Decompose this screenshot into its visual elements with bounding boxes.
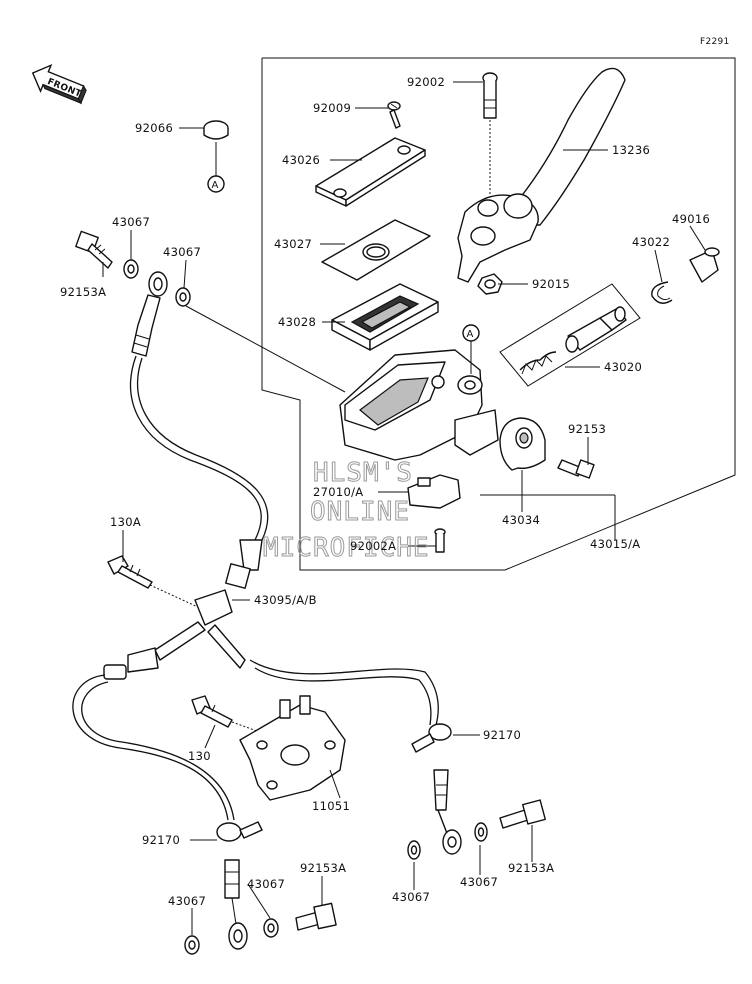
label-92153: 92153: [568, 422, 606, 436]
part-43034-clamp: [499, 417, 546, 471]
label-92153A-b: 92153A: [300, 861, 346, 875]
brake-hose-lower-left: [72, 674, 229, 821]
part-43067-washer-f: [184, 935, 200, 955]
label-43067-b: 43067: [163, 245, 201, 259]
part-43067-washer-e: [263, 918, 279, 938]
part-92170-clamp-right: [411, 723, 452, 753]
part-43020-piston-kit: [499, 283, 641, 387]
part-130A-bolt: [107, 555, 153, 589]
label-11051: 11051: [312, 799, 350, 813]
callout-a-top: A: [207, 142, 225, 193]
label-43067-a: 43067: [112, 215, 150, 229]
svg-text:ONLINE: ONLINE: [310, 497, 410, 527]
part-hose-fitting-mid: [225, 539, 263, 589]
label-43020: 43020: [604, 360, 642, 374]
part-11051-bracket: [239, 695, 346, 801]
label-27010A: 27010/A: [313, 485, 363, 499]
label-43067-c: 43067: [247, 877, 285, 891]
part-43067-washer-c: [407, 840, 421, 860]
part-92170-clamp-left: [216, 821, 263, 842]
label-92153A-a: 92153A: [60, 285, 106, 299]
label-13236: 13236: [612, 143, 650, 157]
label-92015: 92015: [532, 277, 570, 291]
label-92170-b: 92170: [142, 833, 180, 847]
part-27010-brake-switch: [407, 474, 461, 509]
part-43028-diaphragm: [331, 283, 439, 351]
part-92153-screw: [557, 459, 595, 479]
part-92066-cap: [203, 120, 229, 140]
part-92153A-bolt-top: [75, 230, 113, 269]
part-92153A-bolt-bottom: [295, 902, 337, 931]
label-43022: 43022: [632, 235, 670, 249]
part-43067-washer-d: [474, 822, 488, 842]
part-43067-washer-b: [175, 287, 191, 307]
part-labels: 92066 43067 43067 92153A 92009 92002 430…: [60, 75, 710, 908]
assembly-boundary: [261, 57, 736, 571]
part-right-banjo-fitting: [433, 769, 462, 855]
part-92153A-bolt-right: [499, 799, 546, 829]
label-92009: 92009: [313, 101, 351, 115]
part-43095-hose-junction: [103, 589, 246, 680]
watermark: HLSM'S ONLINE MICROFICHE: [263, 458, 430, 564]
part-13236-brake-lever: [457, 67, 626, 283]
part-92002-pivot-bolt: [482, 72, 498, 200]
label-43095AB: 43095/A/B: [254, 593, 317, 607]
label-43028: 43028: [278, 315, 316, 329]
part-49016-boot: [689, 247, 720, 283]
label-92002: 92002: [407, 75, 445, 89]
label-92153A-c: 92153A: [508, 861, 554, 875]
label-43015A: 43015/A: [590, 537, 640, 551]
label-43034: 43034: [502, 513, 540, 527]
part-upper-banjo-fitting: [131, 271, 168, 357]
part-left-banjo-fitting: [224, 859, 248, 950]
label-43067-f: 43067: [392, 890, 430, 904]
part-92009-screw: [387, 101, 401, 129]
leader-lines: [102, 81, 706, 935]
diagram-code: F2291: [700, 37, 730, 47]
svg-text:HLSM'S: HLSM'S: [313, 458, 413, 488]
label-130A: 130A: [110, 515, 141, 529]
part-92015-nut: [477, 273, 503, 295]
part-43022-circlip: [651, 281, 673, 304]
part-92002A-screw: [434, 528, 446, 553]
label-92002A: 92002A: [350, 539, 396, 553]
label-130: 130: [188, 749, 211, 763]
label-92066: 92066: [135, 121, 173, 135]
part-master-cylinder-body: [339, 349, 499, 461]
callout-a-body: A: [462, 324, 480, 374]
front-arrow-icon: FRONT: [31, 63, 87, 105]
label-43027: 43027: [274, 237, 312, 251]
label-43067-d: 43067: [168, 894, 206, 908]
part-130-bolt: [191, 695, 233, 728]
svg-text:A: A: [467, 329, 474, 340]
label-92170-a: 92170: [483, 728, 521, 742]
brake-hose-upper: [129, 355, 262, 541]
svg-text:A: A: [212, 180, 219, 191]
part-43027-diaphragm-plate: [321, 219, 431, 281]
label-43067-e: 43067: [460, 875, 498, 889]
part-43026-reservoir-cover: [315, 137, 426, 207]
label-49016: 49016: [672, 212, 710, 226]
part-43067-washer-a: [123, 259, 139, 279]
label-43026: 43026: [282, 153, 320, 167]
brake-hose-lower-right: [249, 659, 439, 726]
svg-text:MICROFICHE: MICROFICHE: [263, 533, 430, 563]
